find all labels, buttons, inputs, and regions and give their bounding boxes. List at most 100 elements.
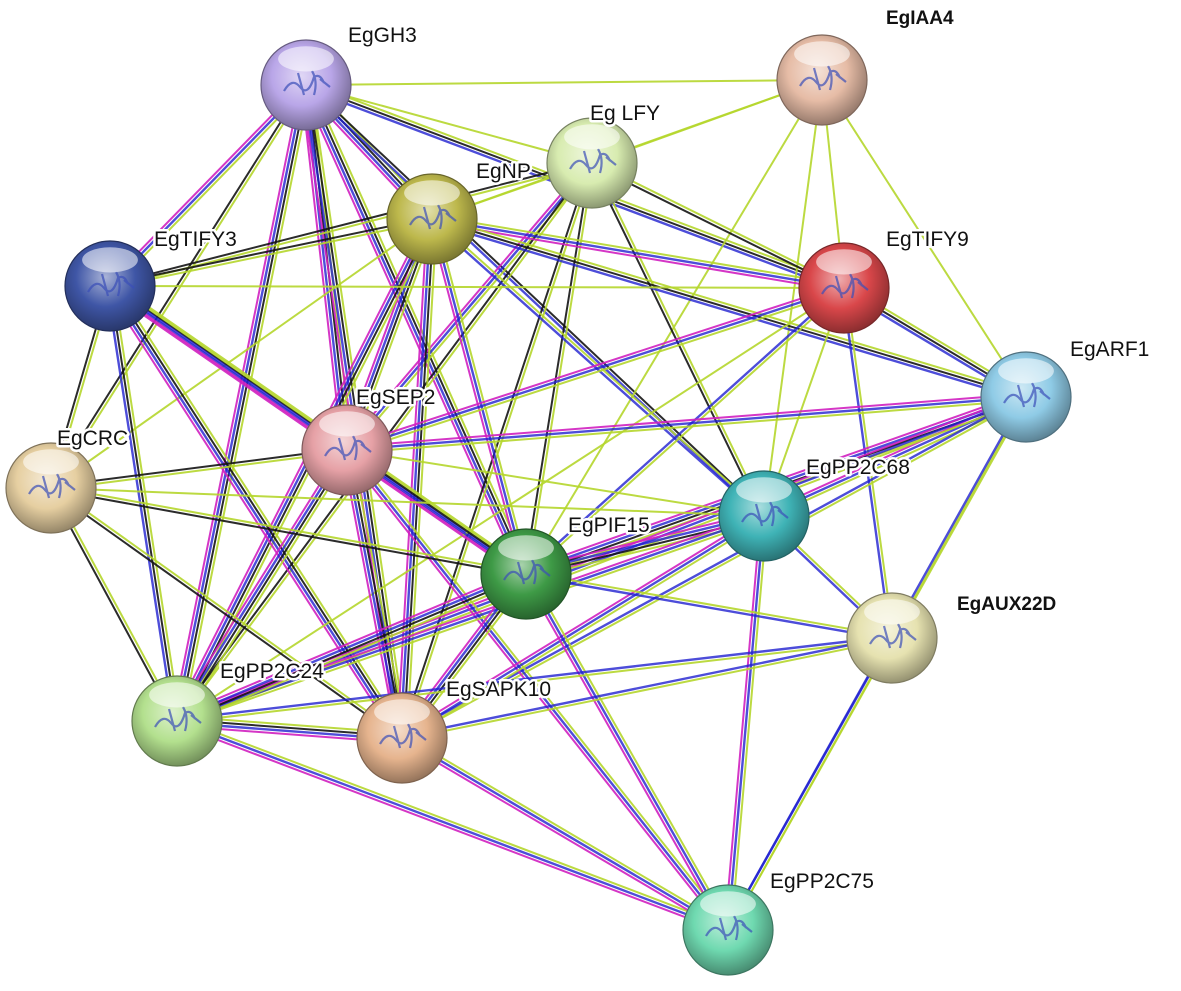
edge-line-coexpression — [306, 82, 767, 516]
edge-line-coexpression — [177, 218, 435, 723]
edge-line-cooccurrence — [726, 514, 766, 932]
edge-EgCRC-EgPP2C68 — [50, 487, 765, 517]
edge-line-experiments — [174, 722, 728, 934]
edge-line-experiments — [171, 215, 429, 720]
node-EgLFY[interactable] — [546, 117, 638, 209]
edge-line-textmining — [50, 485, 528, 574]
edge-line-experiments — [522, 574, 727, 933]
edge-line-cooccurrence — [400, 736, 730, 932]
edge-line-textmining — [180, 84, 312, 723]
node-label-EgSAPK10: EgSAPK10 — [446, 678, 551, 701]
edge-EgNP-EgPIF15 — [427, 217, 531, 576]
edge-EgNP-EgCRC — [50, 218, 433, 489]
edge-EgARF1-EgSEP2 — [345, 392, 1028, 455]
edge-line-coexpression — [590, 163, 845, 291]
edge-line-textmining — [305, 84, 593, 164]
edge-EgAUX22D-EgPP2C24 — [175, 635, 894, 724]
node-label-EgPP2C75: EgPP2C75 — [770, 870, 874, 893]
edge-line-textmining — [176, 287, 845, 722]
edge-line-textmining — [402, 734, 731, 929]
edge-line-coexpression — [49, 488, 403, 741]
edge-EgGH3-EgIAA4 — [305, 79, 823, 86]
edge-line-textmining — [109, 219, 434, 289]
node-EgSEP2[interactable] — [301, 404, 393, 496]
edge-line-experiments — [171, 446, 344, 720]
edge-line-textmining — [401, 397, 1028, 741]
node-label-EgPIF15: EgPIF15 — [568, 514, 650, 537]
edge-line-experiments — [174, 568, 526, 718]
node-EgPP2C24[interactable] — [131, 675, 223, 767]
edge-line-coexpression — [109, 283, 349, 450]
edge-EgTIFY9-EgPP2C24 — [176, 287, 845, 722]
edge-line-textmining — [844, 286, 895, 639]
edge-line-coexpression — [402, 218, 435, 740]
node-label-EgARF1: EgARF1 — [1070, 338, 1149, 361]
edge-line-textmining — [591, 160, 846, 288]
node-label-EgGH3: EgGH3 — [348, 24, 417, 47]
edge-line-experiments — [106, 81, 305, 285]
edge-line-cooccurrence — [303, 84, 526, 576]
edge-EgGH3-EgLFY — [305, 84, 593, 164]
node-gloss — [404, 180, 460, 206]
edge-line-textmining — [109, 285, 845, 289]
edge-line-textmining — [177, 717, 731, 929]
edge-EgPIF15-EgAUX22D — [524, 571, 894, 641]
edge-EgAUX22D-EgSAPK10 — [400, 635, 894, 741]
edge-line-textmining — [50, 487, 765, 517]
node-label-EgSEP2: EgSEP2 — [356, 386, 435, 409]
edge-EgGH3-EgPP2C24 — [171, 83, 312, 723]
node-label-EgTIFY9: EgTIFY9 — [886, 228, 969, 251]
node-EgTIFY9[interactable] — [798, 242, 890, 334]
node-EgIAA4[interactable] — [776, 34, 868, 126]
node-gloss — [149, 682, 205, 708]
node-gloss — [23, 449, 79, 475]
edge-EgSAPK10-EgPP2C75 — [399, 734, 731, 934]
edge-EgNP-EgSAPK10 — [396, 217, 438, 740]
edge-EgPP2C68-EgPP2C24 — [174, 511, 767, 726]
edge-line-cooccurrence — [105, 285, 176, 723]
edge-line-cooccurrence — [725, 636, 892, 931]
edge-line-textmining — [177, 518, 767, 726]
node-EgTIFY3[interactable] — [64, 240, 156, 332]
edge-line-coexpression — [177, 84, 309, 723]
node-label-EgNP: EgNP — [476, 160, 531, 183]
edge-line-cooccurrence — [400, 514, 766, 740]
edge-line-textmining — [111, 86, 310, 290]
edge-line-coexpression — [177, 449, 350, 723]
edge-line-textmining — [405, 218, 438, 740]
edge-line-textmining — [402, 517, 767, 742]
edge-line-experiments — [723, 514, 762, 931]
protein-structure-icon — [1003, 382, 1051, 408]
edge-line-cooccurrence — [344, 449, 402, 740]
edge-line-textmining — [432, 216, 767, 516]
node-EgNP[interactable] — [386, 173, 478, 265]
edge-line-textmining — [177, 577, 529, 727]
edge-line-coexpression — [49, 488, 527, 577]
node-EgGH3[interactable] — [260, 39, 352, 131]
node-EgARF1[interactable] — [980, 351, 1072, 443]
edge-line-cooccurrence — [174, 217, 432, 722]
edge-line-experiments — [343, 159, 591, 449]
edge-EgCRC-EgSAPK10 — [49, 485, 404, 741]
node-EgAUX22D[interactable] — [846, 592, 938, 684]
edge-EgTIFY9-EgPIF15 — [523, 285, 847, 577]
node-EgPP2C75[interactable] — [682, 884, 774, 976]
edge-EgPP2C68-EgPP2C75 — [723, 514, 769, 932]
edge-line-cooccurrence — [841, 287, 892, 640]
edge-line-cooccurrence — [174, 83, 306, 722]
edge-line-textmining — [526, 288, 847, 577]
node-gloss — [864, 599, 920, 625]
edge-EgPP2C24-EgPP2C75 — [174, 717, 731, 934]
protein-structure-icon — [154, 706, 202, 732]
protein-structure-icon — [409, 204, 457, 230]
edge-line-cooccurrence — [175, 514, 766, 723]
edge-line-cooccurrence — [345, 286, 846, 452]
node-EgCRC[interactable] — [5, 442, 97, 534]
node-EgPP2C68[interactable] — [718, 470, 810, 562]
node-gloss — [998, 358, 1054, 384]
node-EgPIF15[interactable] — [480, 528, 572, 620]
edge-line-experiments — [396, 217, 429, 739]
edge-line-textmining — [111, 281, 351, 448]
node-EgSAPK10[interactable] — [356, 692, 448, 784]
